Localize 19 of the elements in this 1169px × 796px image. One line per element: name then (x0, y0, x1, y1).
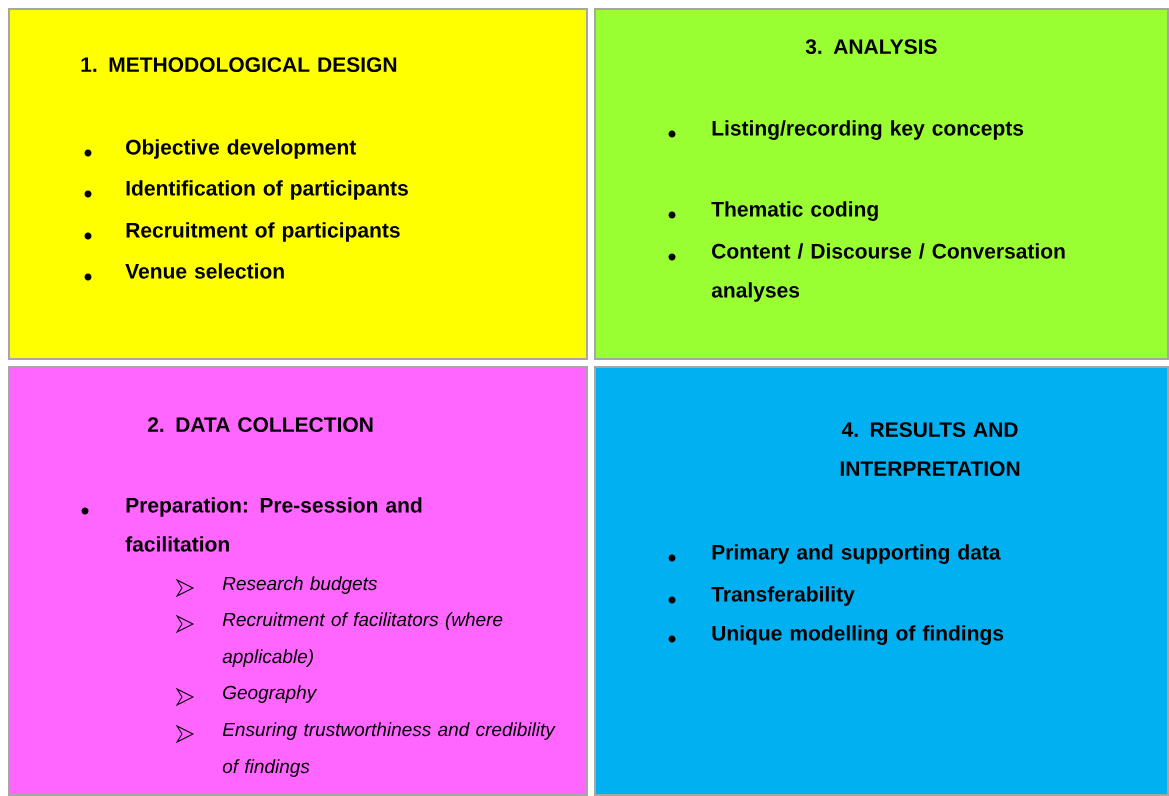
bullet-text: Content / Discourse / Conversation analyses (711, 243, 1065, 302)
heading: 3. ANALYSIS (805, 39, 937, 55)
heading: 4. RESULTS AND INTERPRETATION (840, 422, 1020, 477)
sub-bullet-text: Recruitment of facilitators (where applicable) (222, 612, 503, 667)
sub-bullet-text: Ensuring trustworthiness and credibility of findings (222, 722, 556, 777)
bullet-text: Preparation: Pre-session and facilitation (125, 497, 422, 552)
bullet-text: Unique modelling of findings (712, 625, 1004, 645)
bullet-text: Thematic coding (711, 201, 878, 221)
bullet-text: Primary and supporting data (712, 544, 1001, 564)
heading: 1. METHODOLOGICAL DESIGN (81, 57, 397, 73)
bullet-text: Identification of participants (126, 180, 408, 200)
bullet-text: Listing/recording key concepts (712, 120, 1024, 140)
bullet-text: Recruitment of participants (126, 222, 400, 242)
heading: 2. DATA COLLECTION (147, 417, 373, 433)
sub-bullet-text: Research budgets (222, 576, 378, 594)
bullet-text: Objective development (126, 139, 356, 159)
bullet-text: Transferability (711, 586, 855, 606)
sub-bullet-text: Geography (223, 685, 318, 703)
bullet-text: Venue selection (125, 263, 284, 279)
